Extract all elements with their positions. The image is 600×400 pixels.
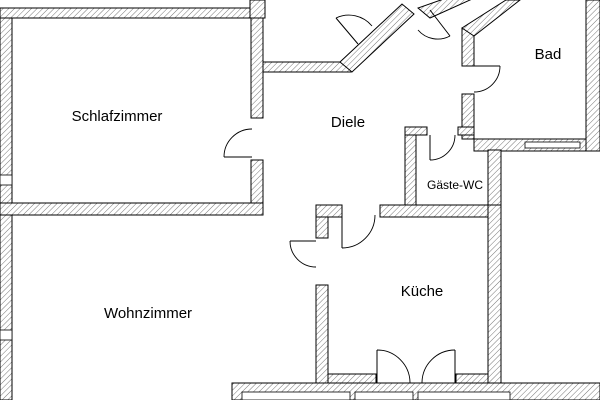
window-west-2 [0, 329, 13, 341]
room-label-bad: Bad [535, 46, 562, 63]
kitchen-south-wall [327, 373, 377, 384]
window-west-1 [0, 174, 13, 186]
door-kitchen-double [376, 349, 456, 384]
door-living-room [289, 240, 317, 268]
room-label-schlafzimmer: Schlafzimmer [72, 108, 163, 125]
room-label-diele: Diele [331, 114, 365, 131]
kitchen-north-wall-right [379, 204, 502, 218]
outer-wall-north [0, 7, 263, 19]
room-labels: Schlafzimmer Diele Bad Gäste-WC Küche Wo… [72, 46, 562, 322]
bath-east-wall [585, 0, 600, 152]
bedroom-east-wall [250, 17, 264, 119]
window-south-3 [417, 391, 511, 400]
kitchen-north-wall [315, 204, 343, 218]
wc-east-wall [487, 149, 502, 213]
outer-wall-north-stub [249, 0, 266, 19]
door-kitchen [341, 214, 376, 249]
doors [223, 9, 501, 384]
kitchen-east-wall [487, 204, 502, 384]
window-south-2 [354, 391, 414, 400]
wc-west-wall [404, 126, 417, 206]
hall-diagonal-wall-2 [417, 0, 472, 19]
door-hall-north [335, 14, 373, 45]
door-bedroom [223, 128, 253, 158]
hall-diagonal-wall [339, 3, 415, 73]
living-east-wall-lower [315, 284, 329, 384]
room-label-wohnzimmer: Wohnzimmer [104, 305, 192, 322]
wc-north-wall [404, 126, 428, 136]
bath-diagonal-wall [461, 0, 521, 37]
wc-north-wall-right [457, 126, 475, 136]
kitchen-south-wall-right [455, 373, 489, 384]
hall-north-wall [262, 61, 352, 73]
door-wc [429, 134, 456, 161]
door-bath [473, 65, 501, 93]
window-south-1 [241, 391, 351, 400]
room-label-kueche: Küche [401, 283, 444, 300]
windows [0, 141, 581, 400]
room-label-gaeste-wc: Gäste-WC [427, 178, 483, 192]
window-bath-south [524, 141, 581, 149]
door-hall-northeast [417, 9, 451, 40]
bedroom-living-wall [0, 202, 264, 216]
